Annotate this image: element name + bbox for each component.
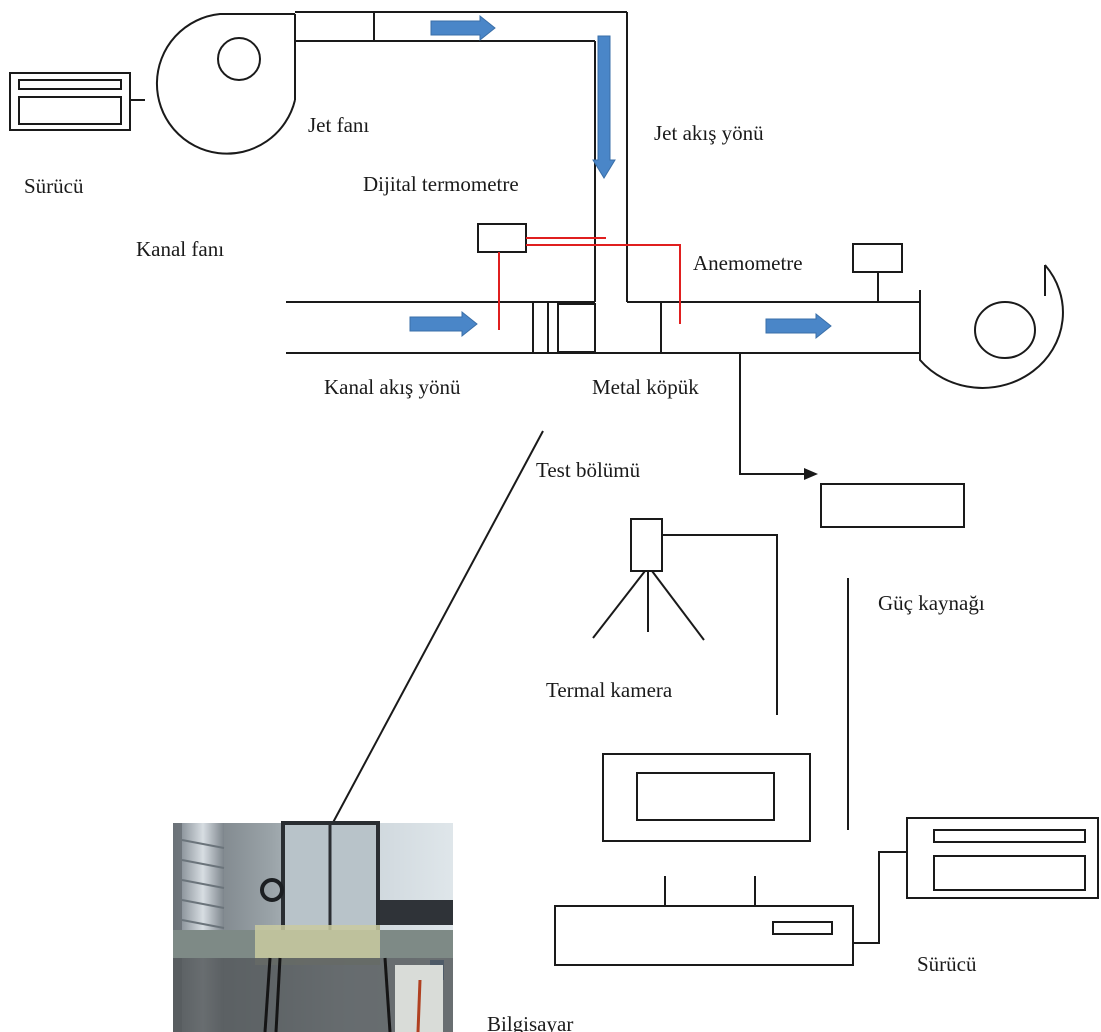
digital-thermometer-box — [478, 224, 526, 252]
jet-flow-arrow-horizontal — [431, 16, 495, 40]
anemometer — [853, 244, 902, 302]
channel-flow-arrow-left — [410, 312, 477, 336]
test-section-photo — [173, 823, 453, 1032]
digital-thermometer-label: Dijital termometre — [363, 172, 519, 196]
driver-right — [853, 818, 1098, 943]
channel-flow-arrow-right — [766, 314, 831, 338]
jet-fan-label: Jet fanı — [308, 113, 369, 137]
computer — [555, 754, 853, 965]
driver-left — [10, 73, 145, 130]
channel-flow-direction-label: Kanal akış yönü — [324, 375, 461, 399]
test-section-label: Test bölümü — [536, 458, 641, 482]
jet-fan — [157, 14, 295, 154]
thermal-camera-label: Termal kamera — [546, 678, 673, 702]
jet-flow-arrow-vertical — [593, 36, 615, 178]
metal-foam-label: Metal köpük — [592, 375, 699, 399]
driver-right-label: Sürücü — [917, 952, 977, 976]
metal-foam-block — [558, 304, 595, 352]
jet-duct — [295, 12, 627, 302]
computer-label: Bilgisayar — [487, 1012, 573, 1032]
driver-left-label: Sürücü — [24, 174, 84, 198]
jet-flow-direction-label: Jet akış yönü — [654, 121, 764, 145]
power-supply-label: Güç kaynağı — [878, 591, 985, 615]
anemometer-label: Anemometre — [693, 251, 803, 275]
test-section-leader-line — [329, 431, 543, 830]
channel-fan-label: Kanal fanı — [136, 237, 224, 261]
channel-fan — [920, 265, 1063, 388]
